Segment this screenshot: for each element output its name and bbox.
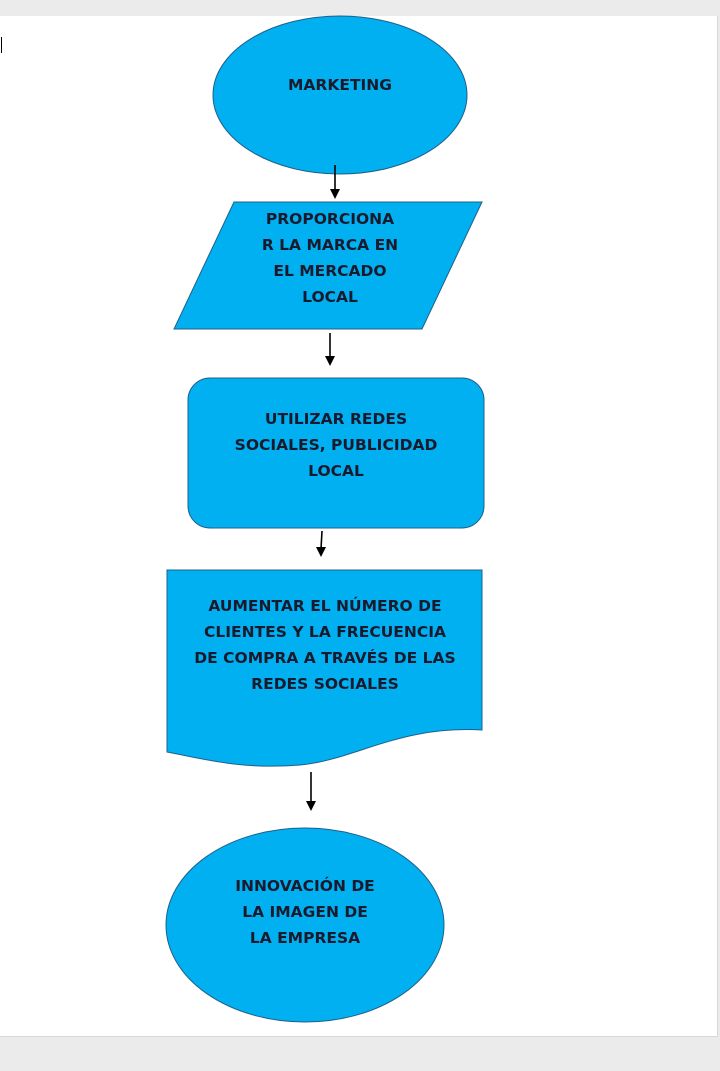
node-social-label: UTILIZAR REDES SOCIALES, PUBLICIDAD LOCA…: [234, 410, 438, 480]
node-innovation-label: INNOVACIÓN DE LA IMAGEN DE LA EMPRESA: [235, 877, 375, 947]
arrowhead-2: [325, 356, 335, 366]
node-innovation-ellipse: [165, 827, 445, 1023]
arrow-connector-3: [320, 530, 323, 550]
node-brand-parallelogram: [173, 201, 483, 330]
node-social-rounded-rectangle: [187, 377, 485, 529]
arrowhead-4: [306, 801, 316, 811]
text-cursor: [1, 37, 2, 53]
arrowhead-1: [330, 189, 340, 199]
node-marketing-label: MARKETING: [288, 76, 392, 94]
node-clients-document-shape: [166, 569, 483, 767]
arrowhead-3: [316, 547, 326, 557]
node-brand-label: PROPORCIONA R LA MARCA EN EL MERCADO LOC…: [261, 210, 399, 306]
node-marketing-ellipse: [212, 15, 468, 175]
node-clients-label: AUMENTAR EL NÚMERO DE CLIENTES Y LA FREC…: [194, 597, 456, 693]
